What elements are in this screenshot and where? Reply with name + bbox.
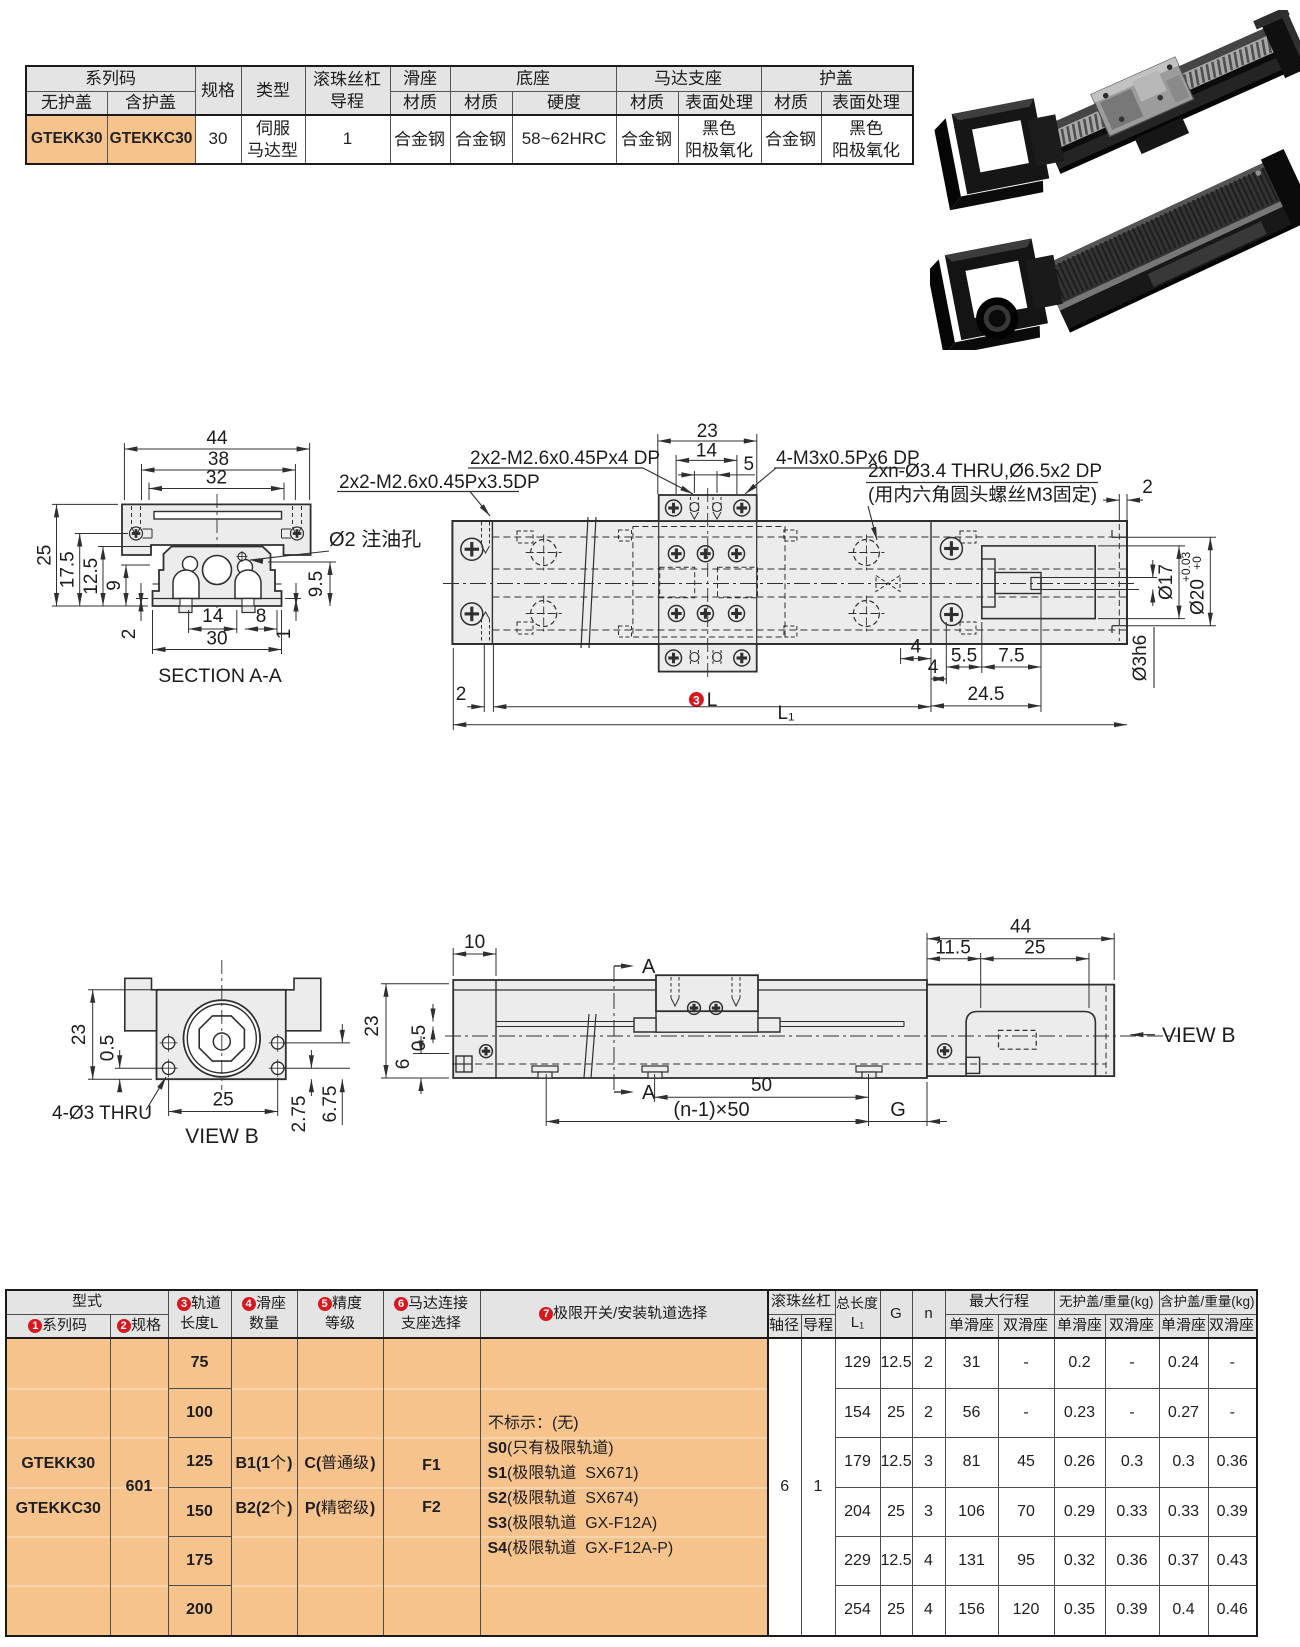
svg-text:25: 25 [213,1090,234,1111]
svg-text:44: 44 [206,428,228,449]
svg-text:(: ( [868,485,875,506]
svg-text:5.5: 5.5 [951,646,977,667]
svg-text:30: 30 [206,629,227,650]
svg-text:SX674): SX674) [576,1490,638,1507]
svg-text:1: 1 [274,629,295,640]
svg-text:L: L [210,1315,218,1332]
svg-text:): ) [573,1415,578,1432]
svg-text:GX-F12A-P): GX-F12A-P) [576,1540,673,1557]
svg-text:0.5: 0.5 [98,1035,119,1061]
svg-text:4: 4 [928,657,939,678]
svg-text:17.5: 17.5 [58,551,79,588]
svg-text:6.75: 6.75 [320,1086,341,1123]
svg-text:(: ( [507,1540,513,1557]
svg-text:(kg): (kg) [1130,1294,1153,1309]
svg-text:L: L [707,690,718,711]
svg-text:+0: +0 [1190,556,1204,570]
svg-text:GX-F12A): GX-F12A) [576,1515,657,1532]
svg-text:): ) [608,1440,613,1457]
svg-text:6: 6 [393,1059,414,1070]
svg-text:23: 23 [69,1024,90,1045]
svg-text:(kg): (kg) [1232,1294,1255,1309]
svg-text:44: 44 [1010,917,1032,938]
svg-text:0.5: 0.5 [409,1025,430,1051]
svg-text:9.5: 9.5 [306,571,327,597]
svg-text:/: / [613,1305,618,1322]
svg-text:38: 38 [208,449,229,470]
svg-text:SX671): SX671) [576,1465,638,1482]
svg-text:2: 2 [1142,477,1153,498]
svg-text:A: A [642,956,656,978]
svg-text:VIEW B: VIEW B [1162,1024,1236,1047]
svg-text:2xn-Ø3.4 THRU,Ø6.5x2 DP: 2xn-Ø3.4 THRU,Ø6.5x2 DP [868,461,1102,482]
svg-text:23: 23 [362,1015,383,1036]
svg-text:Ø17: Ø17 [1156,564,1177,600]
svg-text:25: 25 [1024,938,1045,959]
svg-text:2.75: 2.75 [289,1096,310,1133]
svg-text:(: ( [552,1415,558,1432]
svg-text:/: / [1201,1294,1205,1309]
svg-text:(: ( [507,1490,513,1507]
svg-text:2x2-M2.6x0.45Px4 DP: 2x2-M2.6x0.45Px4 DP [470,448,660,469]
svg-text:A: A [642,1082,656,1104]
svg-text:/: / [1100,1294,1104,1309]
svg-text:2: 2 [456,684,467,705]
svg-text:14: 14 [202,606,224,627]
svg-text:5: 5 [744,454,755,475]
svg-text:23: 23 [697,421,718,442]
svg-text:): ) [1091,485,1097,506]
svg-text:M3: M3 [1026,485,1052,506]
svg-text:11.5: 11.5 [935,938,971,959]
svg-text:14: 14 [696,441,718,462]
svg-text:50: 50 [751,1075,772,1096]
svg-text:Ø20: Ø20 [1188,579,1209,615]
svg-text:12.5: 12.5 [81,558,102,595]
svg-text:9: 9 [104,580,125,591]
svg-text:10: 10 [464,932,485,953]
svg-text:Ø2: Ø2 [329,529,356,551]
svg-text:VIEW B: VIEW B [185,1125,259,1148]
svg-text:Ø3h6: Ø3h6 [1130,635,1151,681]
svg-text:4-M3x0.5Px6 DP: 4-M3x0.5Px6 DP [776,448,920,469]
svg-text:2: 2 [119,629,140,640]
svg-text:G: G [890,1099,906,1121]
svg-text:SECTION A-A: SECTION A-A [158,665,282,687]
svg-text:2x2-M2.6x0.45Px3.5DP: 2x2-M2.6x0.45Px3.5DP [339,472,540,493]
svg-text:3: 3 [693,694,700,708]
svg-text:L₁: L₁ [778,703,795,724]
svg-text:32: 32 [206,468,227,489]
svg-text:(: ( [507,1515,513,1532]
svg-text:(: ( [507,1465,513,1482]
svg-text:4: 4 [911,637,922,658]
svg-text:+0.03: +0.03 [1179,551,1193,582]
svg-text:4-Ø3 THRU: 4-Ø3 THRU [52,1103,152,1124]
svg-text:8: 8 [256,606,267,627]
svg-text:25: 25 [35,545,56,566]
svg-text:(n-1)×50: (n-1)×50 [673,1099,749,1121]
svg-text:(: ( [507,1440,513,1457]
svg-text:7.5: 7.5 [998,646,1024,667]
svg-text:24.5: 24.5 [968,684,1005,705]
